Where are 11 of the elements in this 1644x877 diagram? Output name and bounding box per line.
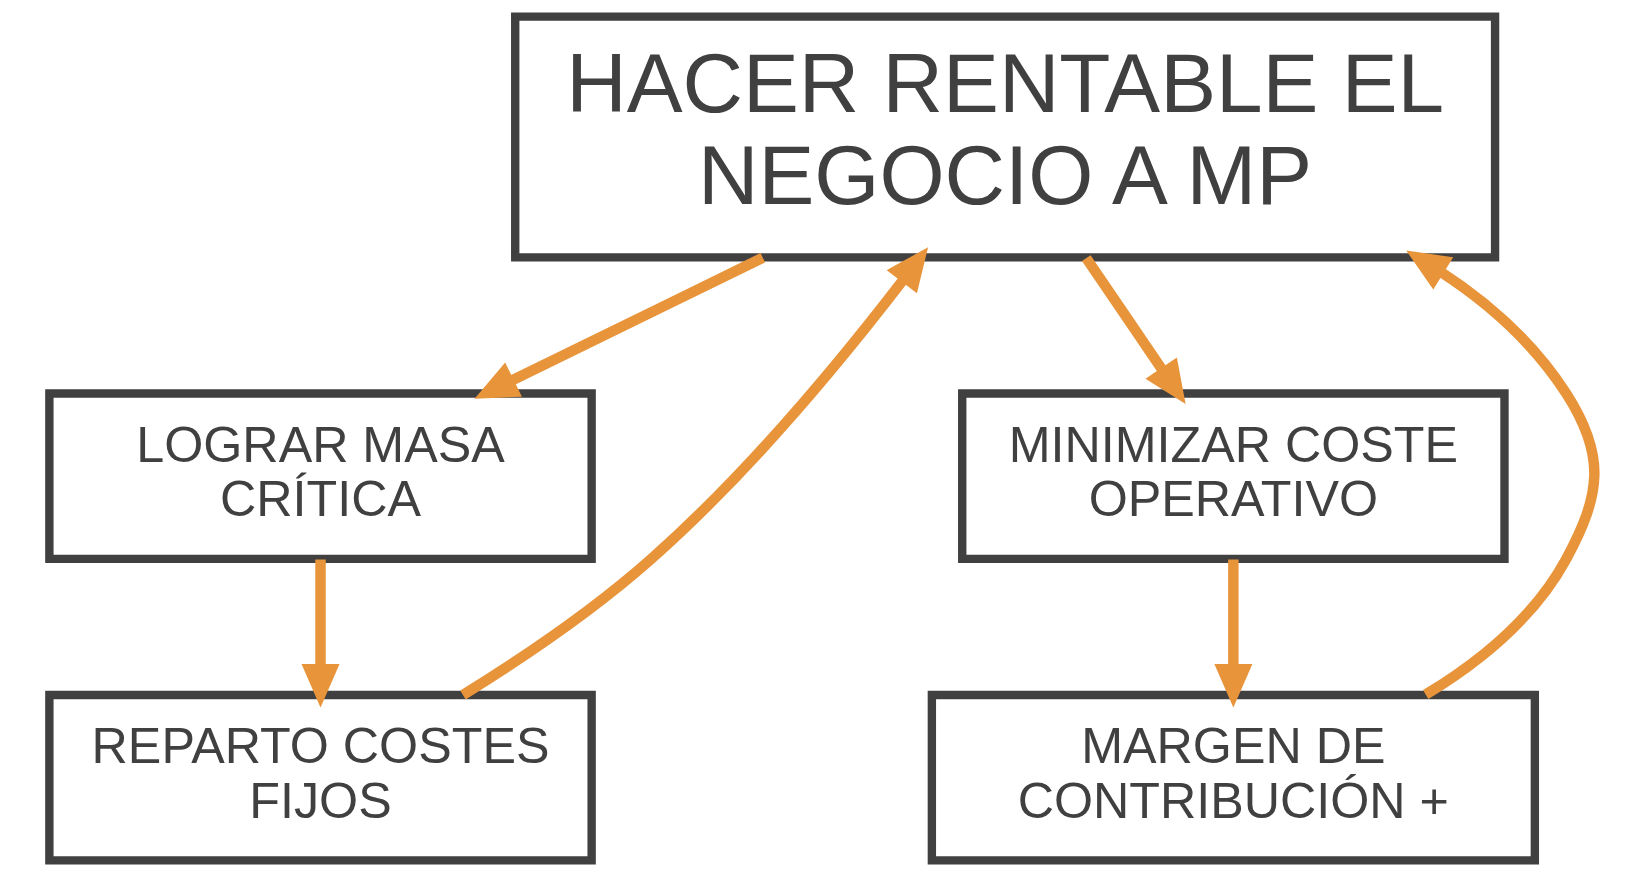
node-box: HACER RENTABLE EL NEGOCIO A MP [511,12,1500,262]
arrow [474,253,766,399]
node-box: REPARTO COSTES FIJOS [45,690,596,865]
arrow [1081,255,1186,404]
node-box: MARGEN DE CONTRIBUCIÓN + [927,690,1540,865]
arrow [1406,250,1600,700]
node-box: LOGRAR MASA CRÍTICA [45,389,596,564]
node-box: MINIMIZAR COSTE OPERATIVO [958,389,1509,564]
arrow [1214,559,1253,708]
arrow [460,247,929,700]
arrow [301,559,340,708]
